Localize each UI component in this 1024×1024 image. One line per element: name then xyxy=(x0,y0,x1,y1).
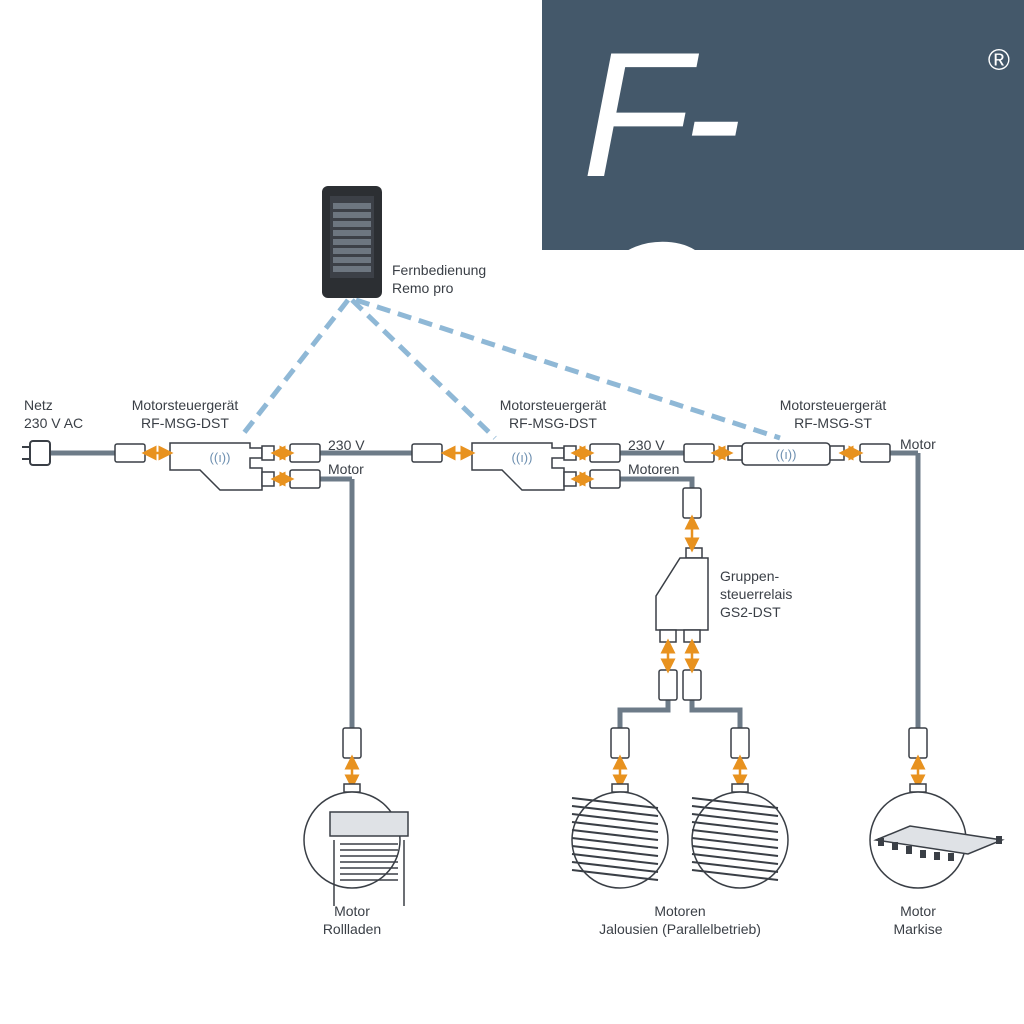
jalousie-motor-2-icon xyxy=(691,783,789,889)
remote-control-icon xyxy=(322,186,382,298)
mains-label-line1: Netz xyxy=(24,397,53,413)
markise-motor-icon xyxy=(869,783,1005,889)
markise-label-line1: Motor xyxy=(900,903,936,919)
connectors xyxy=(114,443,928,759)
link-arrows xyxy=(141,445,926,790)
wireless-links xyxy=(238,297,781,441)
jalousien-label: Motoren Jalousien (Parallelbetrieb) xyxy=(580,902,780,938)
controller-2-label-line2: RF-MSG-DST xyxy=(509,415,597,431)
wireless-link-2 xyxy=(350,298,497,440)
rollladen-label-line2: Rollladen xyxy=(322,921,382,937)
remote-label: Fernbedienung Remo pro xyxy=(392,261,486,297)
relay-label: Gruppen- steuerrelais GS2-DST xyxy=(720,567,792,621)
rollladen-label: Motor Rollladen xyxy=(292,902,412,938)
registered-mark: ® xyxy=(987,44,1010,77)
fcon-logo: F-Con ® xyxy=(542,0,1024,400)
motor-controller-3-icon: ((ı)) xyxy=(727,442,845,466)
mains-label: Netz 230 V AC xyxy=(24,396,83,432)
mains-label-line2: 230 V AC xyxy=(24,415,84,431)
controller-2-label: Motorsteuergerät RF-MSG-DST xyxy=(488,396,618,432)
wireless-link-3 xyxy=(355,297,781,441)
svg-text:((ı)): ((ı)) xyxy=(210,450,231,465)
markise-label-line2: Markise xyxy=(893,921,943,937)
controller-3-label-line2: RF-MSG-ST xyxy=(794,415,872,431)
relay-label-line1: Gruppen- xyxy=(720,568,780,584)
cable-label-motor-1: Motor xyxy=(328,461,364,477)
relay-label-line2: steuerrelais xyxy=(720,586,793,602)
cable-label-230v-2: 230 V xyxy=(628,437,665,453)
rollladen-motor-icon xyxy=(303,783,409,906)
controller-1-label-line2: RF-MSG-DST xyxy=(141,415,229,431)
wireless-link-1 xyxy=(238,298,350,440)
jalousien-label-line1: Motoren xyxy=(654,903,706,919)
controller-3-label: Motorsteuergerät RF-MSG-ST xyxy=(768,396,898,432)
jalousien-label-line2: Jalousien (Parallelbetrieb) xyxy=(599,921,761,937)
motor-controller-1-icon: ((ı)) xyxy=(169,442,275,491)
controller-1-label: Motorsteuergerät RF-MSG-DST xyxy=(120,396,250,432)
cable-label-motor-3: Motor xyxy=(900,436,936,452)
cables xyxy=(50,450,921,728)
cable-label-motoren: Motoren xyxy=(628,461,680,477)
controller-2-label-line1: Motorsteuergerät xyxy=(499,397,607,413)
jalousie-motor-1-icon xyxy=(571,783,669,889)
cable-label-230v-1: 230 V xyxy=(328,437,365,453)
logo-text: F-Con xyxy=(582,15,893,404)
group-relay-icon xyxy=(655,547,709,643)
relay-label-line3: GS2-DST xyxy=(720,604,781,620)
controller-3-label-line1: Motorsteuergerät xyxy=(779,397,887,413)
svg-text:((ı)): ((ı)) xyxy=(512,450,533,465)
markise-label: Motor Markise xyxy=(858,902,978,938)
motor-controller-2-icon: ((ı)) xyxy=(471,442,577,491)
svg-text:((ı)): ((ı)) xyxy=(776,447,797,462)
remote-label-line1: Fernbedienung xyxy=(392,262,487,278)
controller-1-label-line1: Motorsteuergerät xyxy=(131,397,239,413)
mains-plug-icon xyxy=(22,440,51,466)
remote-label-line2: Remo pro xyxy=(392,280,454,296)
rollladen-label-line1: Motor xyxy=(334,903,370,919)
